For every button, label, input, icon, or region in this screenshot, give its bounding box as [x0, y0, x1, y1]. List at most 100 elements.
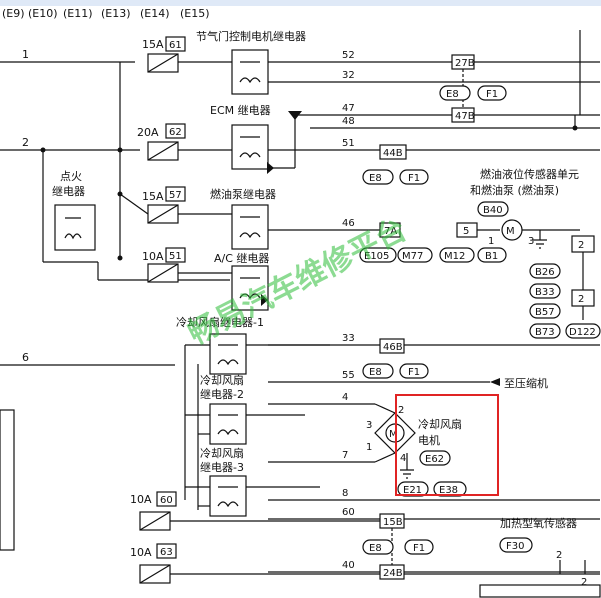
connector-tag: F1 [413, 543, 425, 554]
fuse-amp: 10A [142, 250, 164, 263]
fuel-sensor-tag: B40 [483, 205, 503, 216]
ground-tag: B73 [535, 327, 555, 338]
pin-number: 51 [342, 138, 355, 149]
relay-label: A/C 继电器 [214, 252, 269, 265]
connector-tag: M77 [402, 251, 423, 262]
header-connector: (E15) [180, 7, 210, 20]
connector-tag: F1 [408, 367, 420, 378]
bus-lines [0, 61, 230, 551]
pin-number: 48 [342, 116, 355, 127]
connector-tag: B1 [485, 251, 498, 262]
ignition-relay: 点火 继电器 [52, 170, 96, 251]
fan-motor-pin: 2 [398, 405, 404, 416]
relay-label: 继电器-3 [200, 461, 244, 474]
connector-tags: E8 F1 E8 F1 E105 M77 M12 B1 E8 F1 E8 F1 [359, 85, 507, 555]
fuel-sensor-unit: 燃油液位传感器单元 和燃油泵 (燃油泵) B40 1 M 3 2 2 B26 B… [470, 167, 601, 339]
header-connectors: (E9) (E10) (E11) (E13) (E14) (E15) [2, 7, 210, 20]
pin-number: 40 [342, 560, 355, 571]
fuse-number: 57 [169, 190, 182, 201]
relay-label: 点火 [60, 170, 82, 183]
cooling-fan-relay-2: 冷却风扇 继电器-2 [200, 373, 247, 445]
header-connector: (E11) [63, 7, 93, 20]
junction-label: 7A [384, 226, 397, 237]
fuel-sensor-label: 燃油液位传感器单元 [480, 167, 579, 181]
to-compressor-label: 至压缩机 [504, 376, 548, 390]
header-connector: (E10) [28, 7, 58, 20]
ground-tag: B57 [535, 307, 555, 318]
junction-label: 5 [463, 226, 469, 237]
fuse-amp: 20A [137, 126, 159, 139]
header-connector: (E13) [101, 7, 131, 20]
wire-label: 2 [22, 136, 29, 149]
fuse-62: 20A 62 [137, 123, 232, 161]
relay-label: 节气门控制电机继电器 [196, 29, 306, 43]
ground-tag: B33 [535, 287, 555, 298]
junction-blocks: 27B 47B 44B 7A 5 46B 15B 24B [379, 54, 478, 580]
cooling-fan-relay-1: 冷却风扇继电器-1 [176, 315, 264, 375]
pin-number: 46 [342, 218, 355, 229]
wire-label: 6 [22, 351, 29, 364]
connector-tag: F1 [408, 173, 420, 184]
relay-label: 冷却风扇 [200, 373, 244, 387]
fuse-amp: 10A [130, 493, 152, 506]
motor-letter-m: M [389, 429, 398, 440]
connector-tag: E8 [446, 89, 459, 100]
connector-tag: E105 [364, 251, 389, 262]
fuse-number: 61 [169, 40, 182, 51]
right-pin: 2 [556, 550, 562, 561]
ground-tag: B26 [535, 267, 555, 278]
throttle-relay: 节气门控制电机继电器 [196, 29, 306, 95]
fan-motor-label: 冷却风扇 [418, 417, 462, 431]
motor-letter-m: M [506, 226, 515, 237]
ecm-pin-lines [261, 30, 600, 573]
fuse-51: 10A 51 [142, 247, 232, 283]
cooling-fan-motor: M 2 3 1 4 冷却风扇 电机 E62 E21 E38 [366, 394, 499, 497]
fan-motor-label: 电机 [418, 433, 440, 447]
fuse-63: 10A 63 [130, 543, 232, 584]
pin-number: 4 [342, 392, 348, 403]
highlight-box [395, 394, 499, 496]
watermark-text: 畅易汽车维修平台 [183, 212, 413, 352]
pump-pin: 3 [528, 236, 534, 247]
fuse-number: 51 [169, 251, 182, 262]
connector-tag: E8 [369, 173, 382, 184]
header-bar [0, 0, 601, 6]
ground-icon [533, 239, 547, 249]
fuse-number: 60 [160, 495, 173, 506]
ground-pin: 2 [578, 294, 584, 305]
fuel-sensor-label: 和燃油泵 (燃油泵) [470, 183, 559, 197]
right-pin: 2 [581, 577, 587, 588]
relay-label: 继电器 [52, 185, 85, 198]
pin-number: 55 [342, 370, 355, 381]
fan-motor-pin: 1 [366, 442, 372, 453]
connector-tag: E8 [369, 543, 382, 554]
junction-label: 24B [383, 568, 403, 579]
junction-label: 27B [455, 58, 475, 69]
wire-label: 1 [22, 48, 29, 61]
pin-number: 47 [342, 103, 355, 114]
fuse-61: 15A 61 [142, 36, 232, 73]
relay-label: 冷却风扇继电器-1 [176, 315, 264, 329]
pin-number: 52 [342, 50, 355, 61]
relay-label: 继电器-2 [200, 388, 244, 401]
pin-number: 7 [342, 450, 348, 461]
fuse-60: 10A 60 [130, 491, 232, 531]
connector-tag: F1 [486, 89, 498, 100]
fuse-57: 15A 57 [119, 186, 232, 224]
fan-motor-pin: 4 [400, 453, 406, 464]
pin-number: 60 [342, 507, 355, 518]
ground-tag: D122 [569, 327, 596, 338]
header-connector: (E14) [140, 7, 170, 20]
fan-motor-pin: 3 [366, 420, 372, 431]
fan-motor-tag: E38 [439, 485, 458, 496]
fuse-number: 63 [160, 547, 173, 558]
pin-number: 8 [342, 488, 348, 499]
relay-label: 燃油泵继电器 [210, 187, 276, 201]
junction-label: 46B [383, 342, 403, 353]
fuse-amp: 15A [142, 38, 164, 51]
connector-tag: M12 [444, 251, 465, 262]
pin-number: 33 [342, 333, 355, 344]
ground-icon [400, 469, 414, 479]
junction-label: 44B [383, 148, 403, 159]
